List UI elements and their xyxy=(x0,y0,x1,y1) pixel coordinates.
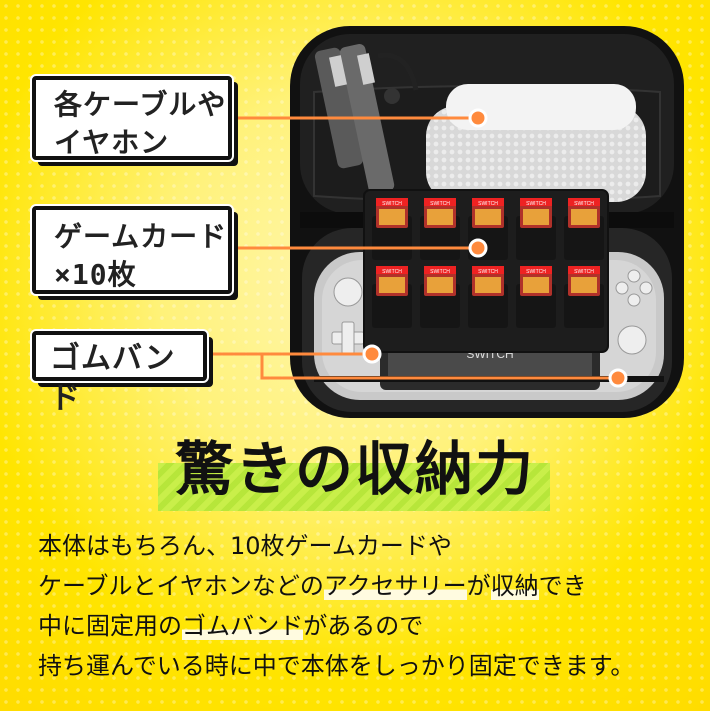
svg-text:SWITCH: SWITCH xyxy=(382,269,402,275)
game-card: SWITCH xyxy=(420,198,460,260)
earphone-case xyxy=(446,84,636,130)
svg-text:SWITCH: SWITCH xyxy=(574,201,594,207)
description-line-1: 本体はもちろん、10枚ゲームカードや xyxy=(38,532,452,560)
label-game-cards: ゲームカード ×10枚 xyxy=(32,206,232,294)
description: 本体はもちろん、10枚ゲームカードや ケーブルとイヤホンなどのアクセサリーが収納… xyxy=(38,526,688,686)
svg-text:SWITCH: SWITCH xyxy=(382,201,402,207)
text-segment: でき xyxy=(538,572,587,600)
description-line-3: 中に固定用のゴムバンドがあるので xyxy=(38,606,688,646)
elastic-band xyxy=(314,376,664,382)
carrying-case-illustration: SWITCH SWITCH SWITCH SWITCH SWITCH SWITCH SWI… xyxy=(290,26,684,418)
text-segment: があるので xyxy=(303,612,424,640)
label-cables-line2: イヤホン xyxy=(54,126,170,159)
heading-highlight-band xyxy=(158,463,550,511)
text-segment: 中に固定用の xyxy=(38,612,182,640)
game-card: SWITCH xyxy=(468,198,508,260)
svg-text:SWITCH: SWITCH xyxy=(430,201,450,207)
svg-text:SWITCH: SWITCH xyxy=(574,269,594,275)
game-card: SWITCH xyxy=(468,266,508,328)
description-line-2: ケーブルとイヤホンなどのアクセサリーが収納でき xyxy=(38,566,688,606)
svg-text:SWITCH: SWITCH xyxy=(526,201,546,207)
text-segment: ケーブルとイヤホンなどの xyxy=(38,572,324,600)
game-card: SWITCH xyxy=(420,266,460,328)
text-segment: が xyxy=(466,572,491,600)
section-heading: 驚きの収納力 xyxy=(174,435,535,503)
game-card: SWITCH xyxy=(516,198,556,260)
highlight-accessories: アクセサリー xyxy=(323,572,467,600)
highlight-rubber-band: ゴムバンド xyxy=(182,612,304,640)
label-rubber-band: ゴムバンド xyxy=(32,331,207,416)
game-card: SWITCH xyxy=(372,266,412,328)
svg-text:SWITCH: SWITCH xyxy=(526,269,546,275)
highlight-storage: 収納 xyxy=(490,572,539,600)
game-card: SWITCH xyxy=(564,198,604,260)
svg-text:SWITCH: SWITCH xyxy=(430,269,450,275)
label-band-text: ゴムバンド xyxy=(50,341,176,416)
label-cables-earphones: 各ケーブルや イヤホン xyxy=(32,76,232,160)
game-card: SWITCH xyxy=(564,266,604,328)
svg-text:SWITCH: SWITCH xyxy=(478,269,498,275)
label-cards-line2: ×10枚 xyxy=(54,258,137,291)
label-cables-line1: 各ケーブルや xyxy=(54,88,227,121)
game-card: SWITCH xyxy=(516,266,556,328)
label-cards-line1: ゲームカード xyxy=(54,220,228,253)
game-card: SWITCH xyxy=(372,198,412,260)
description-line-4: 持ち運んでいる時に中で本体をしっかり固定できます。 xyxy=(38,652,635,680)
svg-text:SWITCH: SWITCH xyxy=(478,201,498,207)
